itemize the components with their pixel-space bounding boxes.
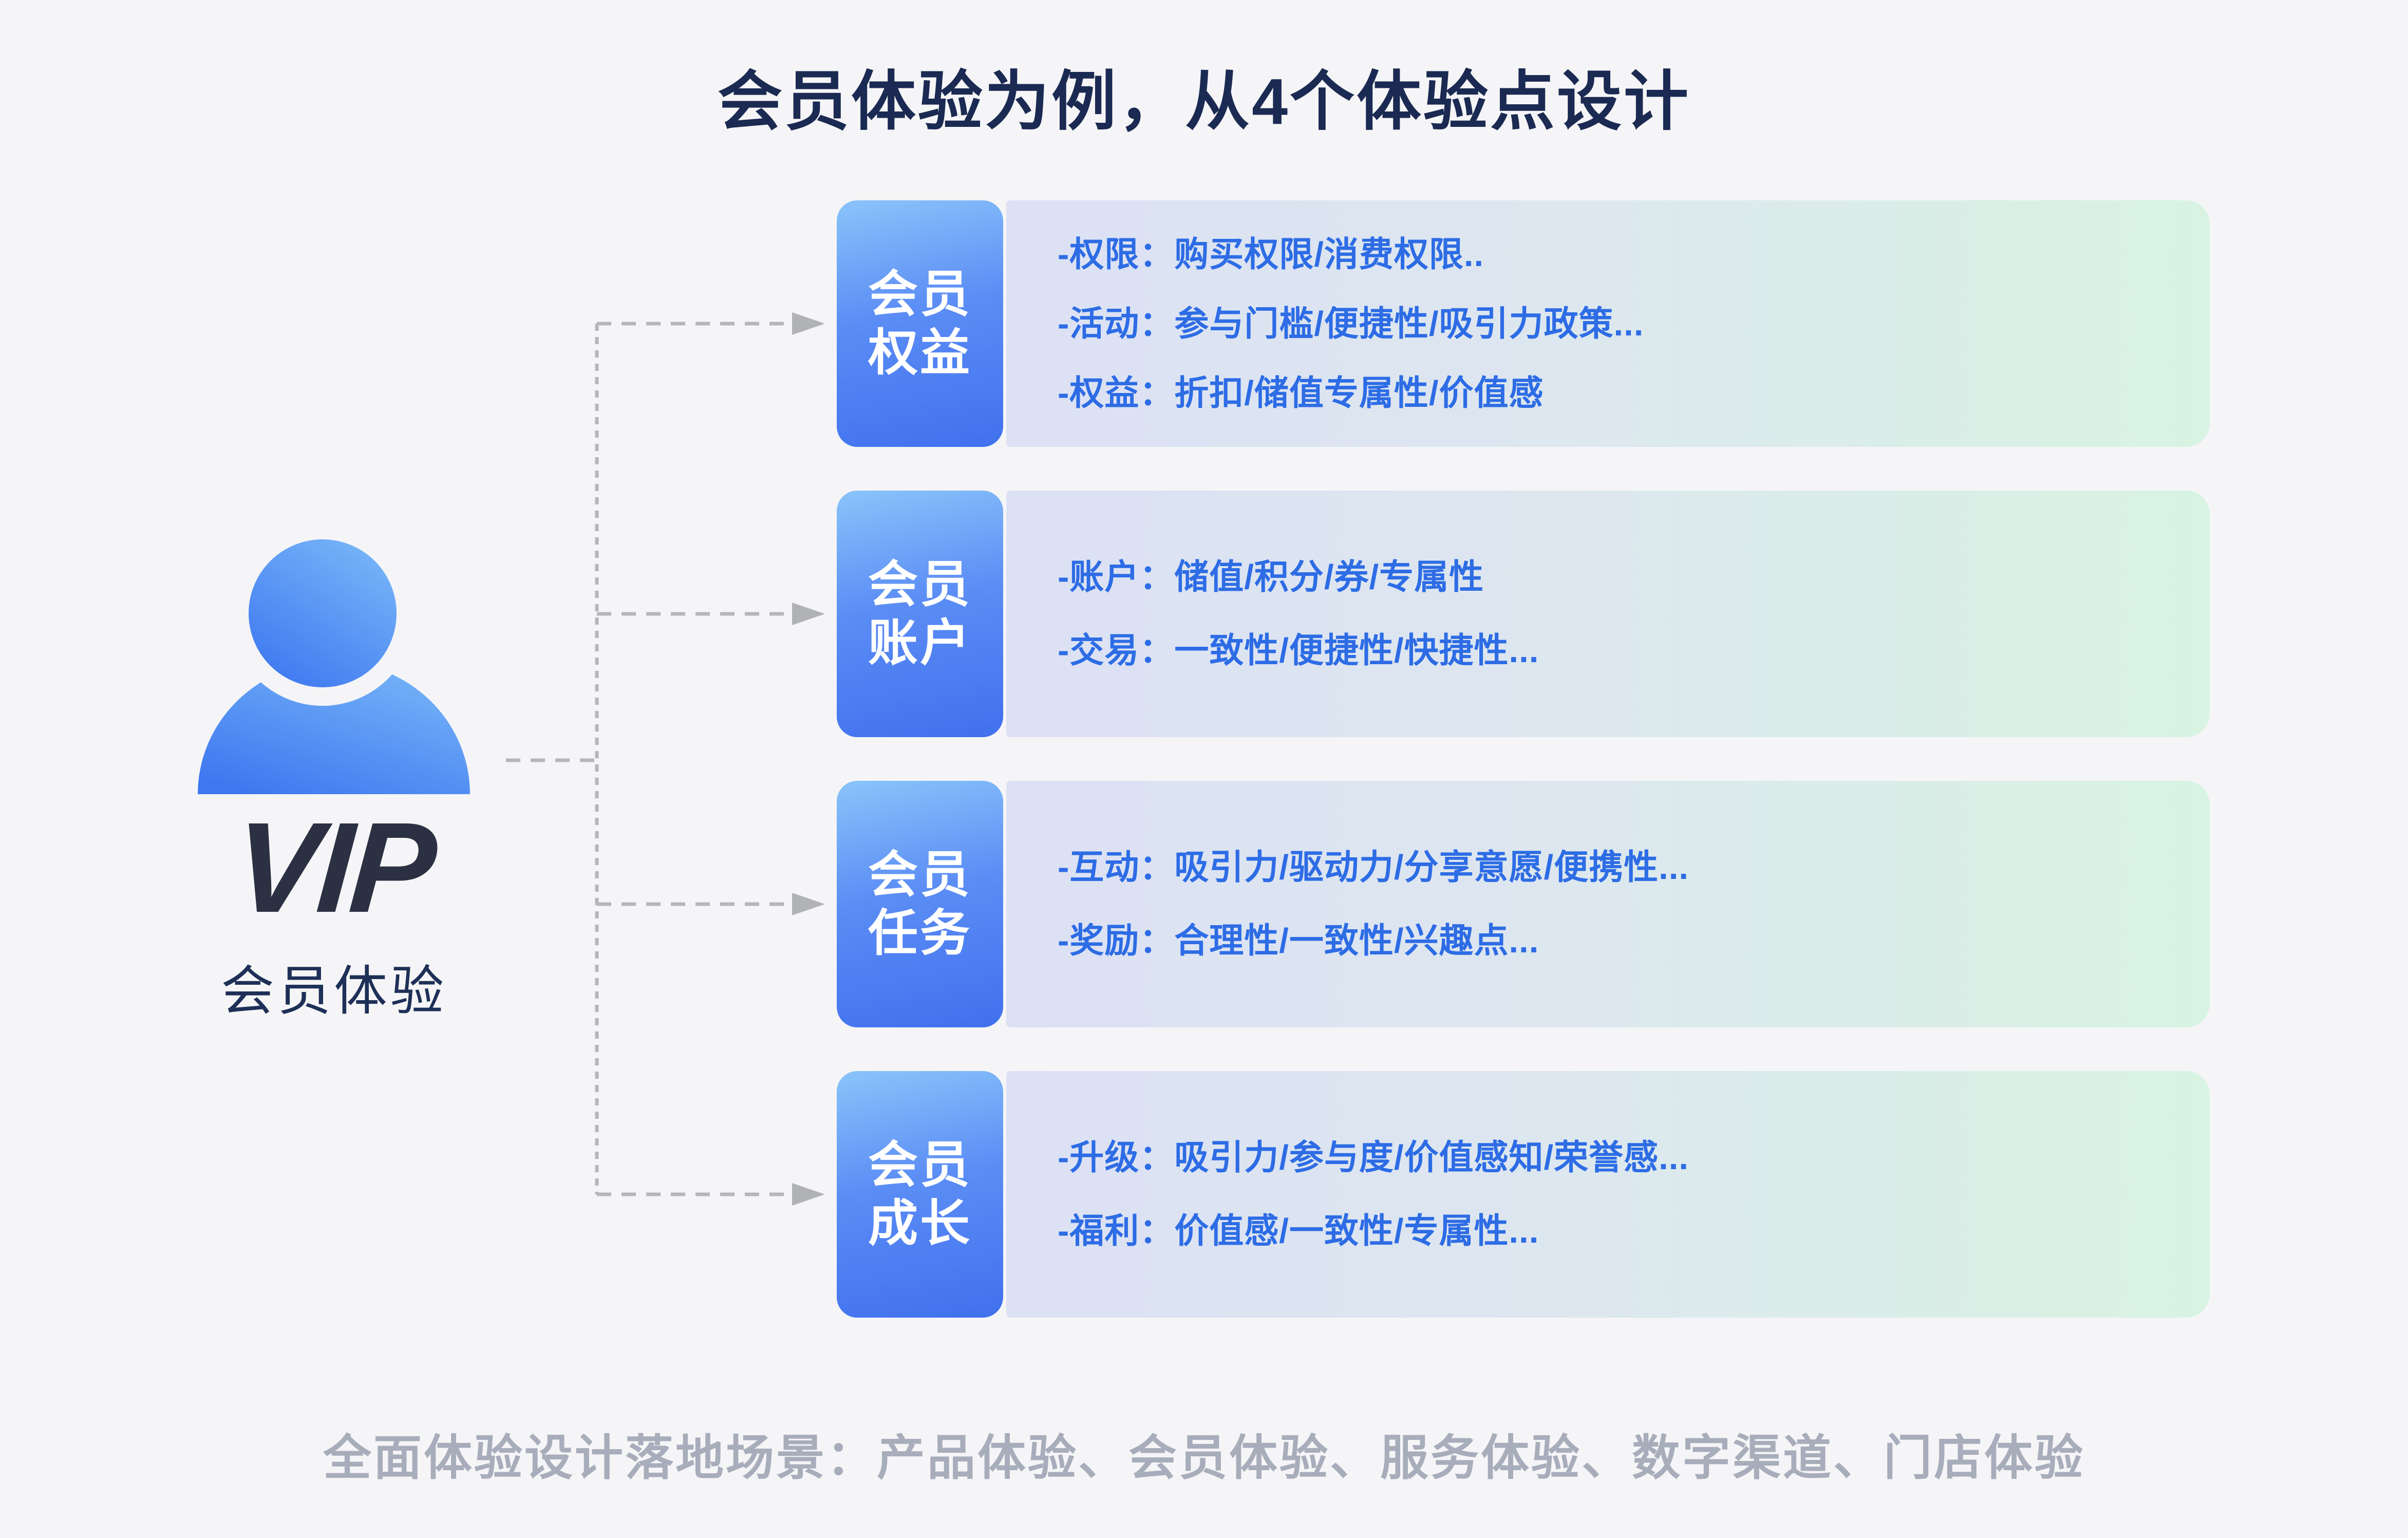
page-title: 会员体验为例，从4个体验点设计 [717,65,1691,138]
experience-point: -权限：购买权限/消费权限.. [1058,235,1484,274]
row-content-band: -互动：吸引力/驱动力/分享意愿/便携性... -奖励：合理性/一致性/兴趣点.… [1006,781,2210,1027]
row-label-line: 权益 [868,325,972,381]
experience-point: -奖励：合理性/一致性/兴趣点... [1058,922,1539,960]
row-label-line: 会员 [868,266,972,322]
experience-point: -权益：折扣/储值专属性/价值感 [1058,373,1544,412]
experience-row-growth: 会员 成长 -升级：吸引力/参与度/价值感知/荣誉感... -福利：价值感/一致… [837,1071,2210,1318]
source-label: 会员体验 [220,962,447,1021]
row-label-line: 会员 [868,556,972,612]
footer-caption: 全面体验设计落地场景：产品体验、会员体验、服务体验、数字渠道、门店体验 [323,1431,2085,1485]
row-content-band: -升级：吸引力/参与度/价值感知/荣誉感... -福利：价值感/一致性/专属性.… [1006,1071,2210,1318]
arrowhead-icon [792,1183,825,1206]
person-icon [198,539,470,794]
experience-point: -升级：吸引力/参与度/价值感知/荣誉感... [1058,1138,1689,1177]
experience-row-account: 会员 账户 -账户：储值/积分/券/专属性 -交易：一致性/便捷性/快捷性... [837,491,2210,737]
row-content-band: -账户：储值/积分/券/专属性 -交易：一致性/便捷性/快捷性... [1006,491,2210,737]
arrowhead-icon [792,893,825,915]
vip-wordmark: VIP [230,796,438,939]
row-label-badge: 会员 成长 [837,1071,1003,1318]
experience-point: -活动：参与门槛/便捷性/吸引力政策... [1058,304,1644,343]
arrowhead-icon [792,603,825,625]
row-label-line: 账户 [868,615,972,671]
row-label-badge: 会员 权益 [837,200,1003,447]
experience-row-benefits: 会员 权益 -权限：购买权限/消费权限.. -活动：参与门槛/便捷性/吸引力政策… [837,200,2210,447]
member-experience-source: VIP 会员体验 [164,538,503,1025]
row-label-line: 会员 [868,846,972,903]
experience-point: -福利：价值感/一致性/专属性... [1058,1212,1539,1250]
experience-row-tasks: 会员 任务 -互动：吸引力/驱动力/分享意愿/便携性... -奖励：合理性/一致… [837,781,2210,1027]
row-label-line: 会员 [868,1136,972,1193]
row-label-badge: 会员 账户 [837,491,1003,737]
experience-point: -账户：储值/积分/券/专属性 [1058,558,1484,596]
row-label-badge: 会员 任务 [837,781,1003,1027]
row-content-band: -权限：购买权限/消费权限.. -活动：参与门槛/便捷性/吸引力政策... -权… [1006,200,2210,447]
arrowhead-icon [792,312,825,335]
experience-point: -互动：吸引力/驱动力/分享意愿/便携性... [1058,848,1689,887]
row-label-line: 成长 [868,1195,972,1251]
experience-point: -交易：一致性/便捷性/快捷性... [1058,631,1539,670]
row-label-line: 任务 [868,905,972,961]
